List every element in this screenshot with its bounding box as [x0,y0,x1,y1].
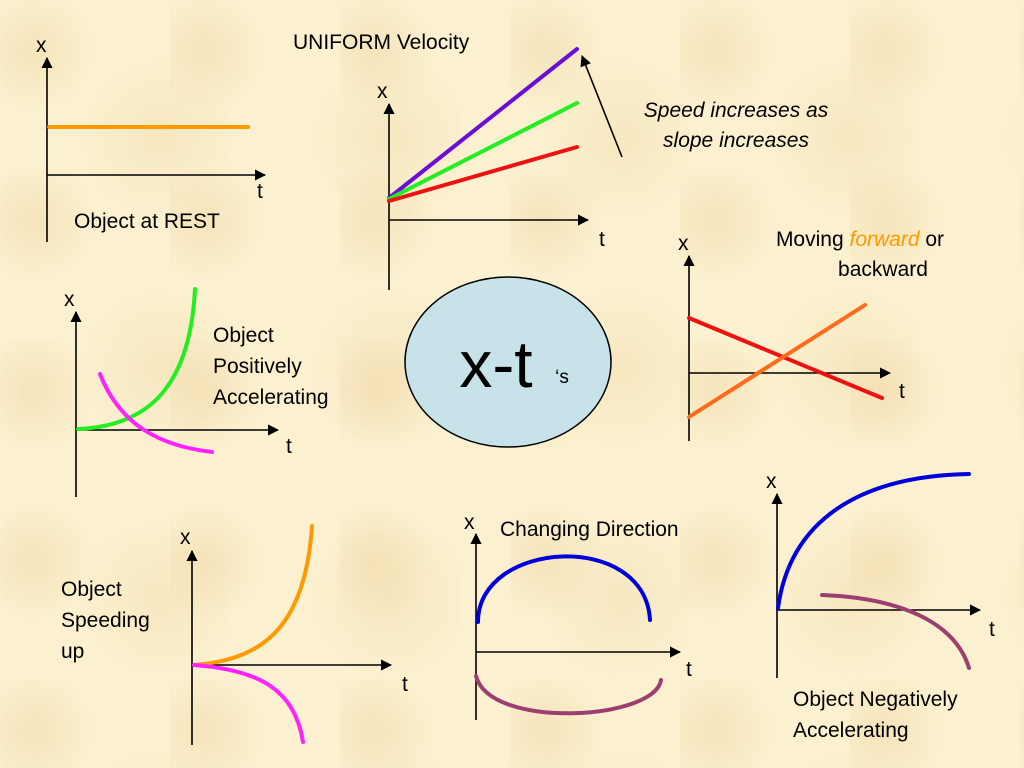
panel-speeding-up: x t Object Speeding up [61,524,408,745]
speeding-caption-line2: Speeding [61,609,150,632]
speeding-caption-line1: Object [61,578,122,601]
caption-backward: backward [838,258,928,281]
neg-accel-falling-curve [820,593,971,670]
uniform-t-label: t [599,228,605,251]
center-ellipse [404,276,612,448]
pos-accel-decreasing-curve [98,372,214,454]
rest-t-label: t [257,180,263,203]
uniform-title: UNIFORM Velocity [293,31,470,54]
caption-or: or [925,228,944,251]
speeding-x-label: x [180,526,191,549]
panel-direction: x t Moving forward or backward [678,228,944,441]
changing-t-label: t [686,658,692,681]
changing-title: Changing Direction [500,518,679,541]
changing-x-label: x [464,511,475,534]
panel-uniform-velocity: UNIFORM Velocity x t Speed increases as … [293,31,829,290]
caption-forward: forward [849,228,920,251]
neg-accel-x-label: x [766,470,777,493]
panel-rest: x t Object at REST [36,34,267,242]
speeding-caption-line3: up [61,640,84,663]
slope-note-line1: Speed increases as [644,99,829,122]
uniform-medium-line [387,101,579,201]
pos-accel-increasing-curve [76,287,197,431]
uniform-steep-line [387,47,579,200]
panel-negative-acceleration: x t Object Negatively Accelerating [766,470,995,742]
panel-positive-acceleration: x t Object Positively Accelerating [64,287,329,497]
pos-accel-caption-line2: Positively [213,355,302,378]
uniform-x-label: x [377,80,388,103]
pos-accel-x-label: x [64,288,75,311]
neg-accel-caption-line2: Accelerating [793,719,909,742]
speeding-positive-curve [192,524,314,667]
rest-x-label: x [36,34,47,57]
pos-accel-caption-line1: Object [213,324,274,347]
pos-accel-caption-line3: Accelerating [213,386,329,409]
slope-pointer-arrow [580,54,623,158]
changing-up-down-curve [476,554,652,624]
neg-accel-caption-line1: Object Negatively [793,688,958,711]
speeding-t-label: t [402,673,408,696]
uniform-shallow-line [387,145,579,203]
rest-caption: Object at REST [74,210,220,233]
backward-line [687,316,884,400]
panel-changing-direction: x t Changing Direction [464,511,692,720]
slope-note-line2: slope increases [663,129,809,152]
center-title: x-t ‘s [404,276,612,448]
center-main-text: x-t [459,327,532,401]
center-suffix-text: ‘s [555,367,569,388]
direction-t-label: t [899,380,905,403]
neg-accel-t-label: t [989,618,995,641]
neg-accel-rising-curve [776,472,971,610]
caption-moving: Moving [776,228,844,251]
speeding-negative-curve [192,663,305,744]
direction-caption-line1: Moving forward or [776,228,944,251]
changing-down-up-curve [474,674,663,716]
pos-accel-t-label: t [286,435,292,458]
forward-line [687,303,867,419]
direction-x-label: x [678,232,689,255]
